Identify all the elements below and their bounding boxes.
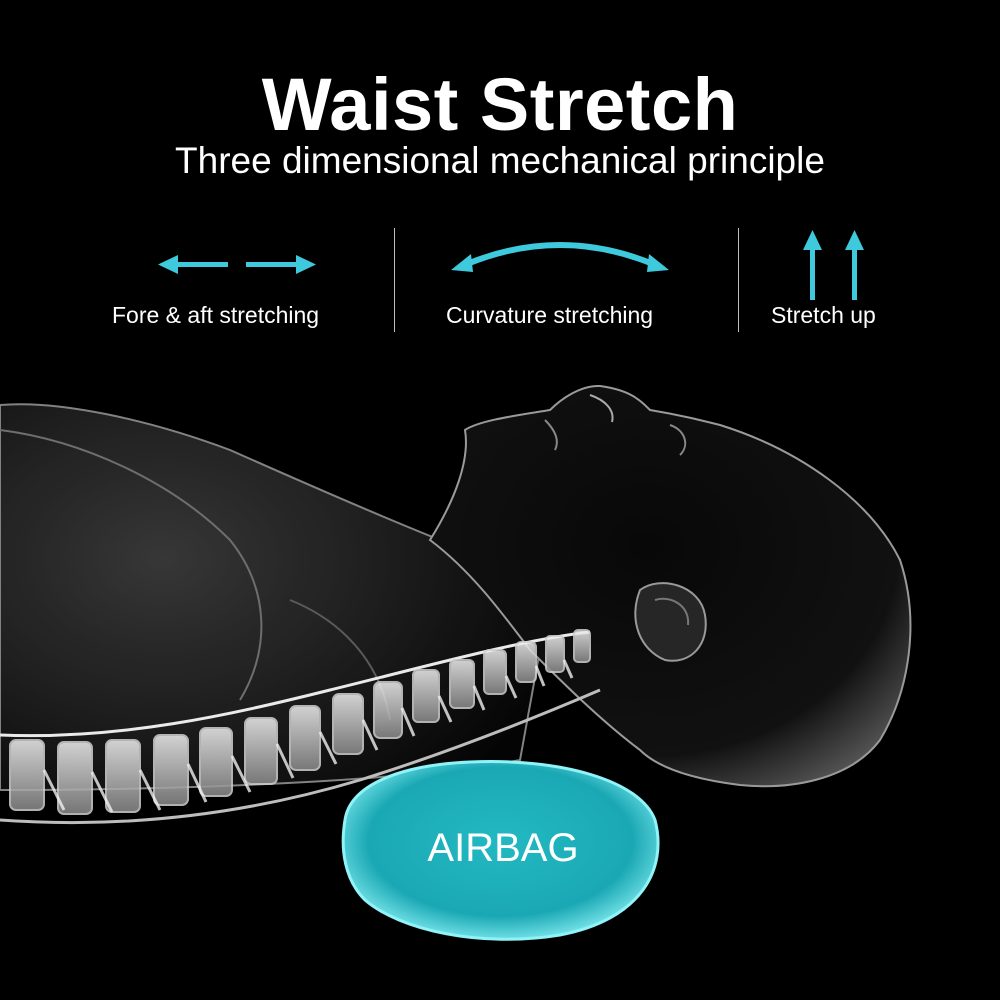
horizontal-arrows-icon xyxy=(158,255,316,274)
airbag-label: AIRBAG xyxy=(427,826,579,870)
page-subtitle: Three dimensional mechanical principle xyxy=(175,140,825,181)
feature-label-curvature: Curvature stretching xyxy=(446,302,654,328)
up-arrows-icon xyxy=(803,230,864,300)
airbag xyxy=(341,760,660,941)
spine-illustration xyxy=(0,629,601,825)
head-shape xyxy=(428,384,912,788)
page-title: Waist Stretch xyxy=(261,63,739,146)
divider-left xyxy=(394,228,395,332)
feature-label-stretch-up: Stretch up xyxy=(771,302,876,328)
feature-label-fore-aft: Fore & aft stretching xyxy=(112,302,320,328)
divider-right xyxy=(738,228,739,332)
curved-arrow-icon xyxy=(451,242,669,272)
